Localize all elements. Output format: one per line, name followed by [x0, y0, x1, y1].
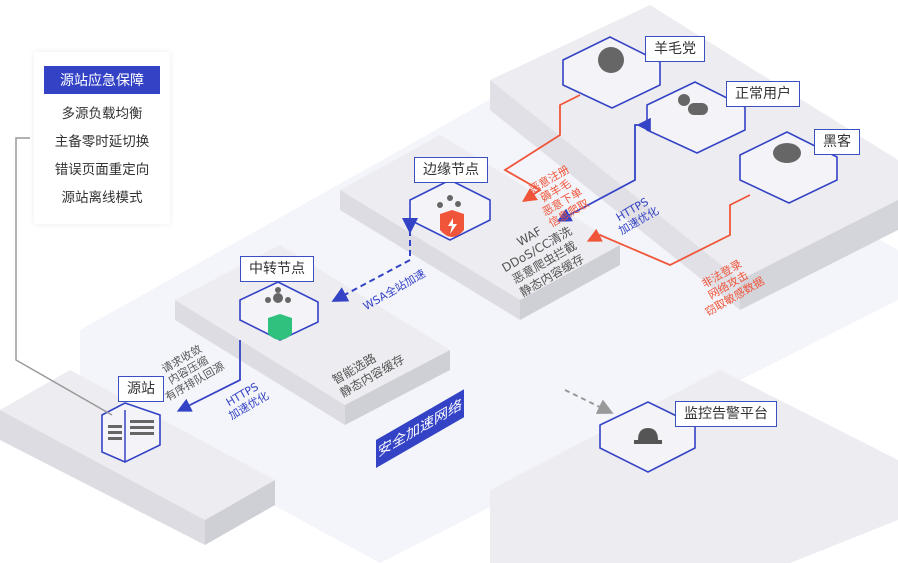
user-label: 正常用户 — [726, 81, 800, 107]
relay-shield-icon — [268, 314, 292, 340]
user-icon — [678, 94, 708, 115]
sheep-icon — [598, 47, 624, 73]
hacker-icon — [773, 143, 801, 163]
sheep-label: 羊毛党 — [645, 36, 705, 62]
relay-label: 中转节点 — [240, 256, 314, 282]
hacker-threat-arrow — [586, 194, 751, 266]
hacker-node-box — [739, 131, 838, 204]
edge-shield-icon — [440, 210, 464, 237]
panel-item: 错误页面重定向 — [54, 162, 150, 178]
monitor-platform — [490, 370, 898, 563]
origin-label: 源站 — [118, 376, 164, 402]
panel-connector — [15, 137, 113, 416]
edge-network-icon — [437, 195, 461, 208]
monitor-label: 监控告警平台 — [675, 401, 777, 427]
panel-item: 源站离线模式 — [61, 190, 143, 206]
wsa-arrow — [331, 218, 418, 302]
alarm-icon — [634, 428, 662, 444]
panel-item: 多源负载均衡 — [61, 106, 143, 122]
sheep-threat-arrow — [503, 94, 581, 202]
origin-emergency-panel: 源站应急保障 多源负载均衡 主备零时延切换 错误页面重定向 源站离线模式 — [34, 52, 170, 224]
server-icon — [101, 402, 161, 463]
panel-item: 主备零时延切换 — [54, 134, 150, 150]
panel-title: 源站应急保障 — [44, 66, 160, 94]
relay-node-box — [239, 281, 319, 341]
relay-network-icon — [265, 287, 291, 303]
https-origin-arrow — [176, 340, 241, 412]
hacker-label: 黑客 — [814, 129, 860, 155]
edge-label: 边缘节点 — [414, 157, 488, 183]
https-user-arrow — [556, 117, 651, 222]
